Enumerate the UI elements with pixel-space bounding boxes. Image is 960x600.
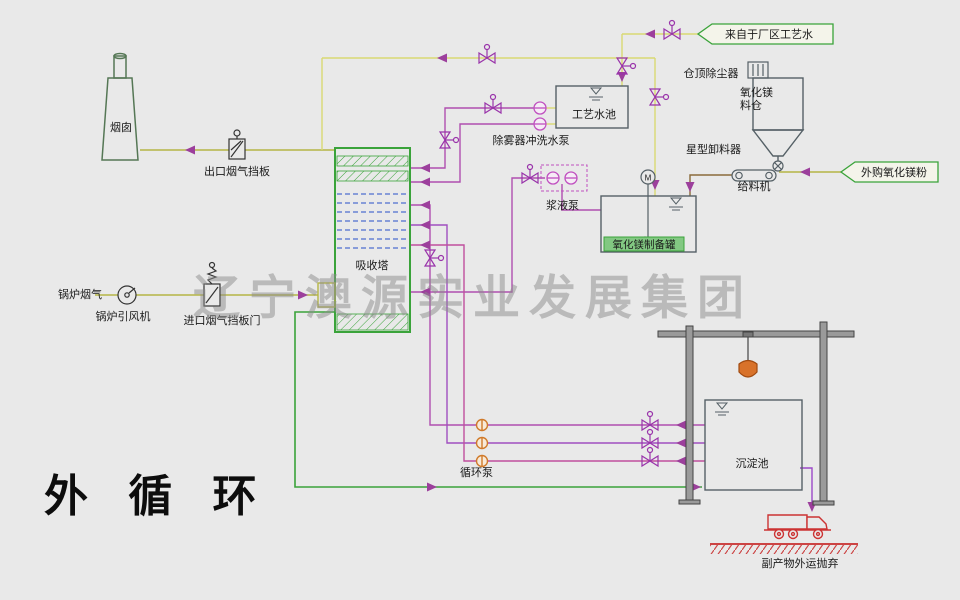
external-circulation-pipe [294,311,702,488]
mgo-silo-label-2: 料仓 [740,98,762,112]
mgo-prep-tank-label: 氧化镁制备罐 [613,238,676,251]
process-water-flag-label: 来自于厂区工艺水 [725,28,813,41]
water-level-icon [668,197,684,211]
absorption-tower-label: 吸收塔 [356,258,389,272]
pump-icon [475,436,489,450]
dump-truck-icon [764,514,831,540]
valve-icon [478,43,496,64]
pump-icon [475,454,489,468]
circulation-pump-label: 循环泵 [460,466,493,479]
silo-top-dust-collector [747,61,769,79]
chimney [101,52,139,161]
slurry-pump-label: 浆液泵 [546,198,579,212]
tank-label-box [603,236,685,252]
agitator-motor-label: M [645,174,652,183]
pump-icon [564,171,578,185]
purchased-mgo-flag-label: 外购氧化镁粉 [861,165,927,179]
valve-icon [649,88,670,106]
valve-icon [484,93,502,114]
diagram-title: 外 循 环 [44,472,270,521]
star-feeder-label: 星型卸料器 [686,142,741,156]
absorption-tower [317,147,411,333]
id-fan-icon [117,285,137,305]
sedimentation-pool [704,399,803,491]
feeder-label: 给料机 [738,179,771,193]
pump-icon [533,117,547,131]
id-fan-label: 锅炉引风机 [96,309,151,323]
mgo-prep-tank: M 氧化镁制备罐 [600,169,697,253]
mgo-silo-label-1: 氧化镁 [740,85,773,99]
dust-collector-label: 仓顶除尘器 [684,66,739,80]
slurry-pumps [540,164,588,192]
outlet-damper [228,129,246,160]
ground-hatching [710,543,858,554]
process-water-pool [555,85,629,129]
feeder-icon [731,169,777,182]
valve-icon [641,446,659,467]
process-water-pool-label: 工艺水池 [572,108,616,121]
boiler-flue-gas-label: 锅炉烟气 [58,287,102,301]
byproduct-disposal-label: 副产物外运抛弃 [762,556,839,570]
water-level-icon [588,87,604,101]
circulation-pumps [475,418,489,468]
gantry-crane [657,321,855,506]
grab-bucket-icon [738,359,758,378]
chimney-label: 烟囱 [110,120,132,134]
water-level-icon [714,402,730,416]
process-water-flag: 来自于厂区工艺水 [696,23,834,45]
sedimentation-pool-label: 沉淀池 [736,456,769,470]
pump-icon [475,418,489,432]
company-watermark: 辽宁澳源实业发展集团 [193,271,753,324]
purchased-mgo-flag: 外购氧化镁粉 [839,161,939,183]
valve-icon [424,249,445,267]
valve-icon [439,131,460,149]
valve-icon [641,410,659,431]
demister-flush-pumps [533,101,547,131]
outlet-damper-label: 出口烟气挡板 [204,164,270,178]
valve-icon [663,19,681,40]
star-feeder-icon [772,160,784,172]
valve-icon [521,163,539,184]
process-water-pipes [321,33,698,196]
demister-flush-pump-label: 除雾器冲洗水泵 [493,133,570,147]
pump-icon [533,101,547,115]
valve-icon [641,428,659,449]
pump-icon [546,171,560,185]
valve-icon [616,57,637,75]
inlet-damper-label: 进口烟气挡板门 [184,313,261,327]
mgo-silo [751,77,805,161]
inlet-damper [203,261,221,307]
